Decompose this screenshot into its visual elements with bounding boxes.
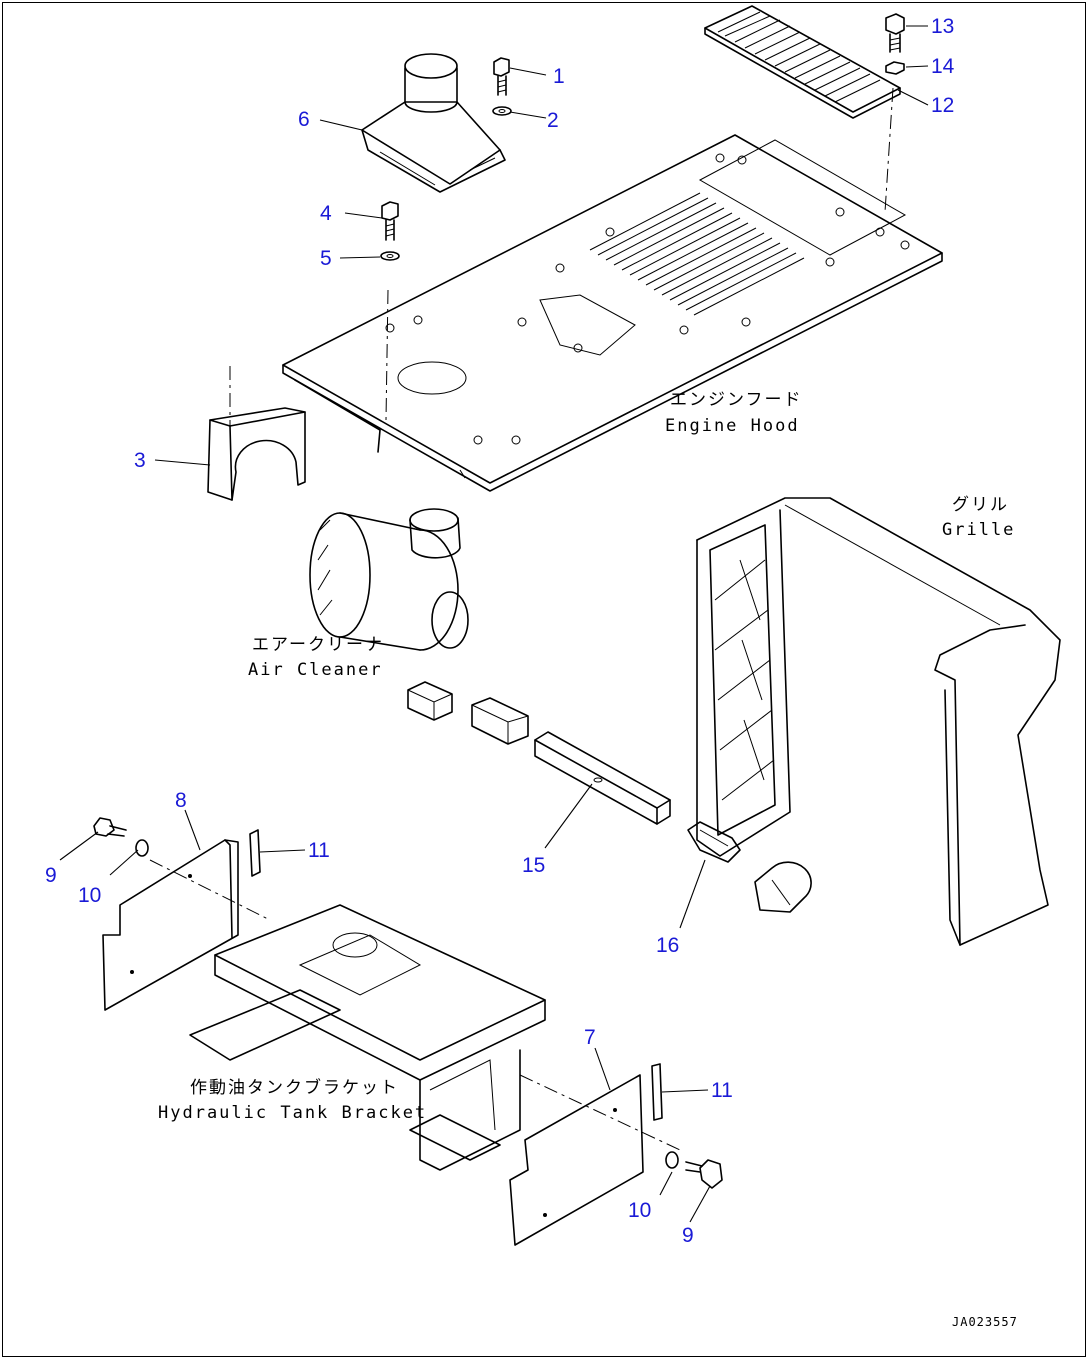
callout-4: 4	[320, 202, 332, 225]
callout-16: 16	[656, 934, 679, 957]
callout-13: 13	[931, 15, 954, 38]
engine-hood	[282, 134, 943, 492]
washer-part-14	[885, 61, 905, 75]
grille-label-jp: グリル	[952, 495, 1009, 515]
callout-9-left: 9	[45, 864, 57, 887]
cover-plate-part-8	[102, 839, 239, 1011]
seal-strip-part-11-right	[651, 1063, 663, 1121]
hydraulic-tank-bracket	[189, 904, 546, 1171]
leader-dash-7	[519, 1074, 681, 1151]
callout-1: 1	[553, 65, 565, 88]
tank-bracket-label-en: Hydraulic Tank Bracket	[158, 1103, 427, 1123]
callout-14: 14	[931, 55, 955, 78]
callout-15: 15	[522, 854, 545, 877]
engine-hood-label-en: Engine Hood	[665, 416, 800, 436]
bolt-part-9-left	[93, 817, 127, 837]
bolt-part-9-right	[685, 1159, 723, 1189]
leader-dash-4	[385, 289, 389, 421]
clip-part-16	[687, 821, 741, 863]
callout-leaders	[59, 25, 929, 1223]
washer-part-2	[492, 106, 512, 116]
callout-9-right: 9	[682, 1224, 694, 1247]
air-cleaner-label-en: Air Cleaner	[248, 660, 383, 680]
callout-11-left: 11	[308, 839, 330, 862]
callout-11-right: 11	[711, 1079, 733, 1102]
engine-hood-label-jp: エンジンフード	[670, 390, 803, 410]
tank-bracket-label-jp: 作動油タンクブラケット	[190, 1077, 399, 1098]
callout-7: 7	[584, 1026, 596, 1049]
bolt-part-4	[381, 201, 399, 241]
mount-block-b	[471, 697, 529, 745]
drawing-code: JA023557	[952, 1315, 1018, 1329]
washer-part-10-right	[665, 1151, 679, 1169]
bolt-part-1	[493, 57, 510, 96]
leader-dash-8	[149, 859, 271, 921]
grille-label-en: Grille	[942, 520, 1015, 540]
rubber-mount	[754, 861, 812, 913]
grille	[696, 497, 1061, 946]
cover-plate-part-7	[509, 1074, 644, 1246]
seal-bar-part-15	[534, 731, 671, 825]
callout-10-left: 10	[78, 884, 101, 907]
top-cover-part-12	[704, 5, 901, 119]
air-cleaner-label-jp: エアークリーナ	[252, 635, 384, 655]
mount-block-a	[407, 681, 453, 721]
callout-12: 12	[931, 94, 954, 117]
callout-8: 8	[175, 789, 187, 812]
bolt-part-13	[885, 13, 905, 53]
washer-part-5	[380, 251, 400, 261]
callout-10-right: 10	[628, 1199, 651, 1222]
callout-3: 3	[134, 449, 146, 472]
intake-cover-part-6	[361, 53, 506, 193]
callout-5: 5	[320, 247, 332, 270]
air-cleaner	[309, 508, 469, 651]
washer-part-10-left	[135, 839, 149, 857]
callout-2: 2	[547, 109, 559, 132]
seal-strip-part-11-left	[249, 829, 261, 877]
hood-vent-slots	[589, 192, 805, 316]
leader-dash-12	[884, 87, 894, 213]
callout-6: 6	[298, 108, 310, 131]
callout-numbers: 1 2 3 4 5 6 7 8 9 10 11 12 13 14 15 16 1…	[45, 15, 955, 1247]
bracket-part-3	[207, 407, 306, 501]
